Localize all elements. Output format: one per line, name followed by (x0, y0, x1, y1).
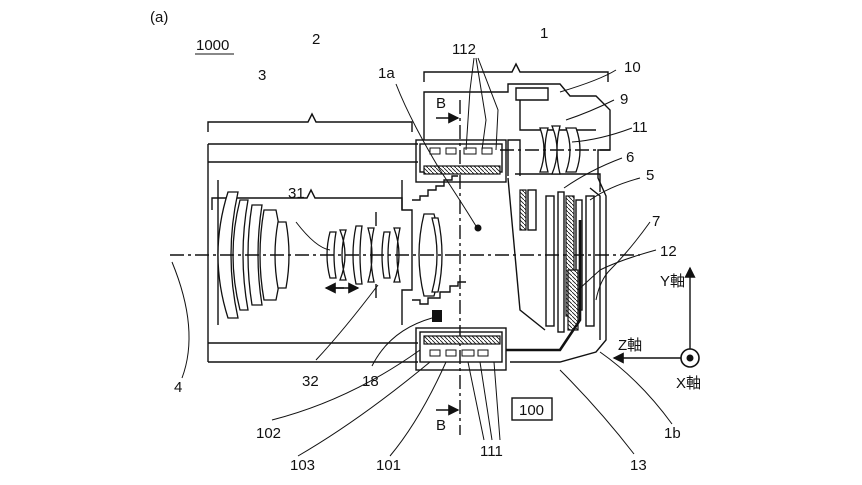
lower-board (415, 327, 507, 371)
device-label: 1000 (196, 37, 229, 54)
flex-cable (506, 220, 582, 352)
upper-board (415, 139, 507, 183)
label-7: 7 (652, 213, 660, 230)
label-1b: 1b (664, 425, 681, 442)
label-100: 100 (519, 402, 544, 419)
label-1: 1 (540, 25, 548, 42)
x-axis-label: X軸 (676, 375, 701, 392)
label-2: 2 (312, 31, 320, 48)
rear-lens-2 (431, 217, 443, 293)
label-12: 12 (660, 243, 677, 260)
label-9: 9 (620, 91, 628, 108)
coordinate-axes (612, 266, 700, 368)
label-18: 18 (362, 373, 379, 390)
focus-lens-group (326, 212, 401, 298)
label-11: 11 (632, 119, 648, 136)
brace-2 (207, 112, 413, 132)
box-100 (511, 397, 553, 421)
label-4: 4 (174, 379, 182, 396)
figure-label: (a) (150, 9, 168, 26)
component-18 (432, 310, 442, 322)
label-31: 31 (288, 185, 305, 202)
label-6: 6 (626, 149, 634, 166)
label-102: 102 (256, 425, 281, 442)
leader-lines (171, 57, 673, 457)
y-axis-label: Y軸 (660, 273, 685, 290)
label-32: 32 (302, 373, 319, 390)
label-1a: 1a (378, 65, 395, 82)
lens-mount (412, 175, 458, 201)
label-112: 112 (452, 41, 476, 58)
section-marker-top: B (436, 95, 446, 112)
sensor-stack (519, 189, 595, 333)
z-axis-label: Z軸 (618, 337, 642, 354)
camera-body (423, 83, 611, 363)
label-3: 3 (258, 67, 266, 84)
lens-mount-lower (412, 281, 466, 305)
label-111: 111 (480, 443, 503, 460)
center-point-1a (474, 224, 482, 232)
label-103: 103 (290, 457, 315, 474)
section-marker-bottom: B (436, 417, 446, 434)
label-10: 10 (624, 59, 641, 76)
label-13: 13 (630, 457, 647, 474)
label-101: 101 (376, 457, 401, 474)
viewfinder-optics (500, 125, 610, 175)
brace-1 (423, 62, 609, 82)
lens-barrel (207, 143, 418, 363)
label-5: 5 (646, 167, 654, 184)
